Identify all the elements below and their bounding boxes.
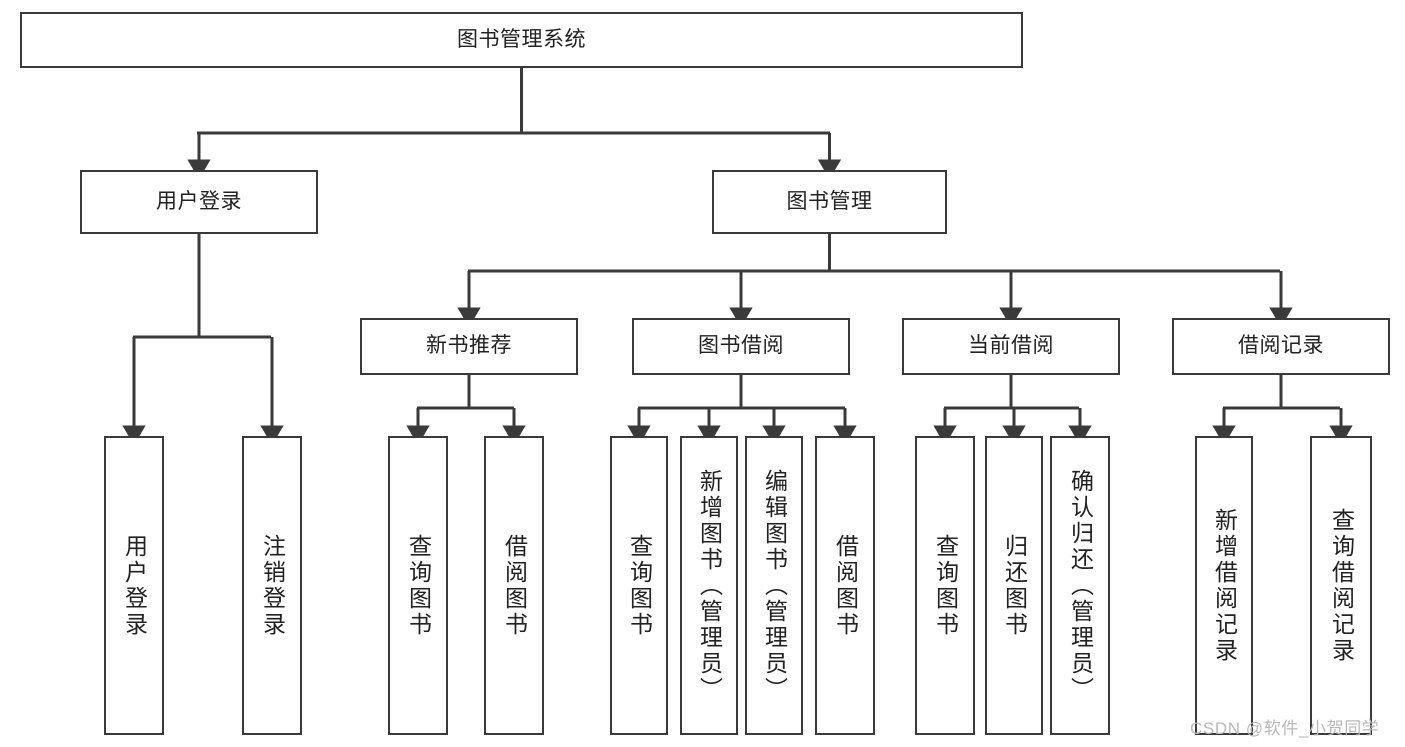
node-new-book-recommend-label: 新书推荐 bbox=[426, 334, 512, 358]
node-user-login-label: 用户登录 bbox=[156, 189, 242, 213]
node-leaf-user-login-label: 用户登录 bbox=[121, 533, 148, 638]
node-leaf-borrow-book-1[interactable]: 借阅图书 bbox=[484, 436, 544, 735]
node-leaf-query-book-2[interactable]: 查询图书 bbox=[610, 436, 668, 735]
node-leaf-confirm-return-admin-label: 确认归还（管理员） bbox=[1067, 468, 1094, 703]
node-leaf-add-book-admin-label: 新增图书（管理员） bbox=[696, 468, 723, 703]
node-leaf-user-logout-label: 注销登录 bbox=[259, 533, 286, 638]
node-leaf-edit-book-admin-label: 编辑图书（管理员） bbox=[761, 468, 788, 703]
node-leaf-add-borrow-record-label: 新增借阅记录 bbox=[1211, 507, 1238, 664]
node-leaf-user-logout[interactable]: 注销登录 bbox=[242, 436, 302, 735]
node-new-book-recommend[interactable]: 新书推荐 bbox=[360, 318, 578, 375]
node-book-borrow[interactable]: 图书借阅 bbox=[632, 318, 850, 375]
node-leaf-query-book-2-label: 查询图书 bbox=[626, 533, 653, 638]
node-leaf-query-borrow-record-label: 查询借阅记录 bbox=[1328, 507, 1355, 664]
node-leaf-return-book-label: 归还图书 bbox=[1001, 533, 1028, 638]
node-current-borrow[interactable]: 当前借阅 bbox=[902, 318, 1120, 375]
node-borrow-record[interactable]: 借阅记录 bbox=[1172, 318, 1390, 375]
node-book-borrow-label: 图书借阅 bbox=[698, 334, 784, 358]
node-leaf-return-book[interactable]: 归还图书 bbox=[985, 436, 1043, 735]
node-leaf-query-book-1-label: 查询图书 bbox=[405, 533, 432, 638]
node-leaf-query-borrow-record[interactable]: 查询借阅记录 bbox=[1310, 436, 1372, 735]
node-borrow-record-label: 借阅记录 bbox=[1238, 334, 1324, 358]
node-leaf-query-book-3[interactable]: 查询图书 bbox=[915, 436, 975, 735]
node-user-login[interactable]: 用户登录 bbox=[80, 170, 318, 234]
node-leaf-query-book-1[interactable]: 查询图书 bbox=[388, 436, 448, 735]
node-root[interactable]: 图书管理系统 bbox=[20, 12, 1023, 68]
node-root-label: 图书管理系统 bbox=[457, 27, 586, 51]
node-book-manage[interactable]: 图书管理 bbox=[712, 170, 947, 234]
node-leaf-borrow-book-1-label: 借阅图书 bbox=[501, 533, 528, 638]
node-leaf-add-borrow-record[interactable]: 新增借阅记录 bbox=[1195, 436, 1253, 735]
node-leaf-borrow-book-2-label: 借阅图书 bbox=[832, 533, 859, 638]
node-leaf-borrow-book-2[interactable]: 借阅图书 bbox=[815, 436, 875, 735]
node-leaf-add-book-admin[interactable]: 新增图书（管理员） bbox=[680, 436, 738, 735]
node-leaf-query-book-3-label: 查询图书 bbox=[932, 533, 959, 638]
node-leaf-confirm-return-admin[interactable]: 确认归还（管理员） bbox=[1050, 436, 1110, 735]
node-leaf-user-login[interactable]: 用户登录 bbox=[104, 436, 164, 735]
node-current-borrow-label: 当前借阅 bbox=[968, 334, 1054, 358]
node-book-manage-label: 图书管理 bbox=[786, 189, 873, 213]
node-leaf-edit-book-admin[interactable]: 编辑图书（管理员） bbox=[745, 436, 803, 735]
